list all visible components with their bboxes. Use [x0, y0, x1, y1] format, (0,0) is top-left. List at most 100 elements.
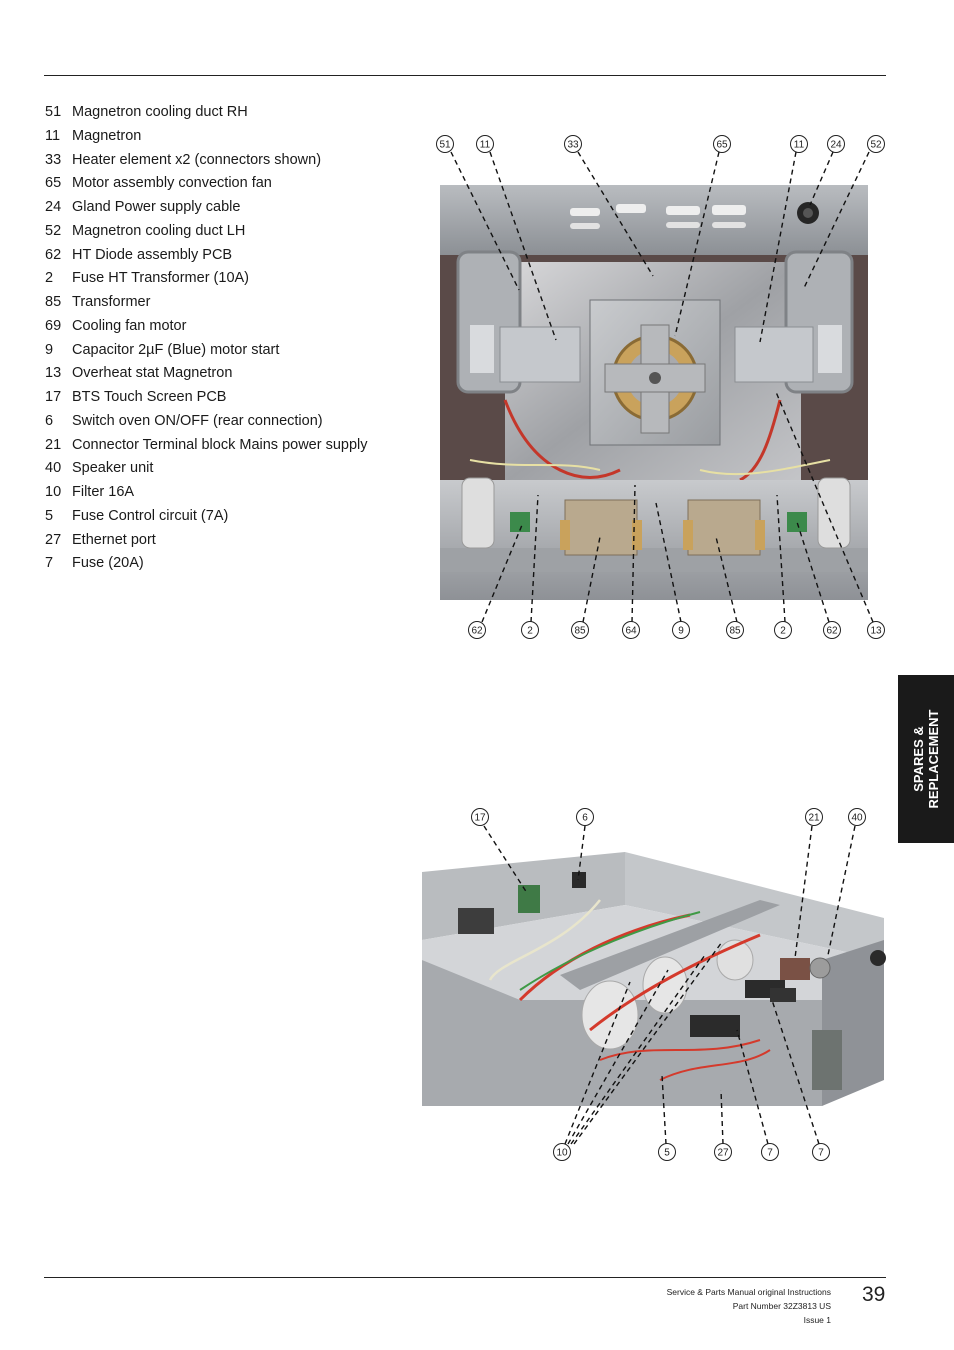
callout-bubble: 7 [812, 1143, 830, 1161]
footer-issue: Issue 1 [803, 1315, 831, 1325]
part-label: Magnetron [72, 127, 142, 144]
list-item: 69 Cooling fan motor [45, 315, 368, 339]
part-label: Overheat stat Magnetron [72, 365, 233, 382]
bottom-leader-lines [483, 825, 856, 1145]
callout-label: 62 [471, 626, 483, 637]
part-number: 9 [45, 341, 54, 358]
callout-bubble: 62 [468, 621, 486, 639]
callout-label: 6 [582, 813, 588, 824]
part-number: 11 [45, 127, 61, 144]
callout-label: 7 [767, 1148, 773, 1159]
part-label: Ethernet port [72, 531, 156, 548]
callout-label: 5 [664, 1148, 670, 1159]
part-label: Gland Power supply cable [72, 199, 241, 215]
part-number: 69 [45, 317, 62, 334]
callout-label: 85 [574, 626, 586, 637]
callout-bubble: 5 [658, 1143, 676, 1161]
callout-label: 21 [808, 813, 820, 824]
footer-info: Service & Parts Manual original Instruct… [667, 1285, 831, 1327]
section-tab: SPARES & REPLACEMENT [898, 675, 954, 843]
list-item: 52 Magnetron cooling duct LH [45, 220, 368, 244]
top-leader-lines [450, 151, 874, 623]
callout-bubble: 6 [576, 808, 594, 826]
callout-label: 40 [851, 813, 863, 824]
callout-bubble: 85 [571, 621, 589, 639]
footer-manual-title: Service & Parts Manual original Instruct… [666, 1287, 831, 1297]
part-label: Fuse HT Transformer (10A) [72, 270, 250, 287]
part-label: Speaker unit [72, 460, 154, 477]
header-rule [44, 75, 886, 76]
part-number: 7 [45, 555, 54, 572]
part-label: Fuse (20A) [72, 555, 144, 572]
part-number: 17 [45, 389, 62, 405]
section-tab-line: REPLACEMENT [926, 709, 941, 809]
callout-bubble: 33 [564, 135, 582, 153]
part-number: 5 [45, 507, 54, 524]
part-label: Capacitor 2µF (Blue) motor start [72, 341, 280, 358]
part-label: Cooling fan motor [72, 317, 187, 334]
callout-label: 52 [870, 140, 882, 151]
callout-bubble: 13 [867, 621, 885, 639]
callout-label: 10 [556, 1148, 568, 1159]
part-label: BTS Touch Screen PCB [72, 389, 227, 405]
bottom-callouts-lower: 10 5 27 7 7 [553, 1143, 830, 1161]
callout-bubble: 17 [471, 808, 489, 826]
callout-label: 24 [830, 140, 842, 151]
footer-rule [44, 1277, 886, 1278]
callout-bubble: 21 [805, 808, 823, 826]
callout-label: 7 [818, 1148, 824, 1159]
list-item: 27 Ethernet port [45, 529, 368, 553]
callout-label: 85 [729, 626, 741, 637]
callout-label: 65 [716, 140, 728, 151]
callout-bubble: 2 [521, 621, 539, 639]
footer-part-number: Part Number 32Z3813 US [732, 1301, 831, 1311]
callout-bubble: 51 [436, 135, 454, 153]
part-number: 10 [45, 484, 62, 500]
part-label: Switch oven ON/OFF (rear connection) [72, 412, 323, 429]
oven-rear-photo [440, 185, 868, 600]
callout-label: 2 [780, 626, 786, 637]
list-item: 24 Gland Power supply cable [45, 196, 368, 220]
part-label: Magnetron cooling duct RH [72, 104, 248, 120]
top-callouts-lower: 62 2 85 64 9 85 2 62 13 [468, 621, 885, 639]
oven-base-photo [422, 852, 886, 1106]
section-tab-label: SPARES & REPLACEMENT [911, 710, 941, 809]
list-item: 11 Magnetron [45, 125, 368, 149]
part-number: 24 [45, 199, 62, 215]
callout-label: 9 [678, 626, 684, 637]
list-item: 17 BTS Touch Screen PCB [45, 386, 368, 410]
part-number: 52 [45, 222, 62, 239]
part-number: 27 [45, 531, 62, 548]
callout-bubble: 27 [714, 1143, 732, 1161]
part-number: 40 [45, 460, 62, 477]
list-item: 65 Motor assembly convection fan [45, 172, 368, 196]
part-label: HT Diode assembly PCB [72, 246, 233, 263]
list-item: 40 Speaker unit [45, 457, 368, 481]
callout-bubble: 10 [553, 1143, 571, 1161]
part-number: 85 [45, 294, 62, 310]
callout-bubble: 85 [726, 621, 744, 639]
callout-bubble: 2 [774, 621, 792, 639]
part-number: 65 [45, 175, 62, 192]
callout-bubble: 11 [476, 135, 494, 153]
list-item: 9 Capacitor 2µF (Blue) motor start [45, 339, 368, 363]
part-label: Magnetron cooling duct LH [72, 222, 246, 239]
callout-label: 27 [717, 1148, 729, 1159]
part-number: 62 [45, 246, 62, 263]
callout-label: 51 [439, 140, 451, 151]
part-label: Motor assembly convection fan [72, 175, 272, 192]
callout-bubble: 52 [867, 135, 885, 153]
page-number: 39 [862, 1283, 886, 1306]
callout-label: 17 [474, 813, 486, 824]
callout-bubble: 7 [761, 1143, 779, 1161]
callout-label: 64 [625, 626, 637, 637]
